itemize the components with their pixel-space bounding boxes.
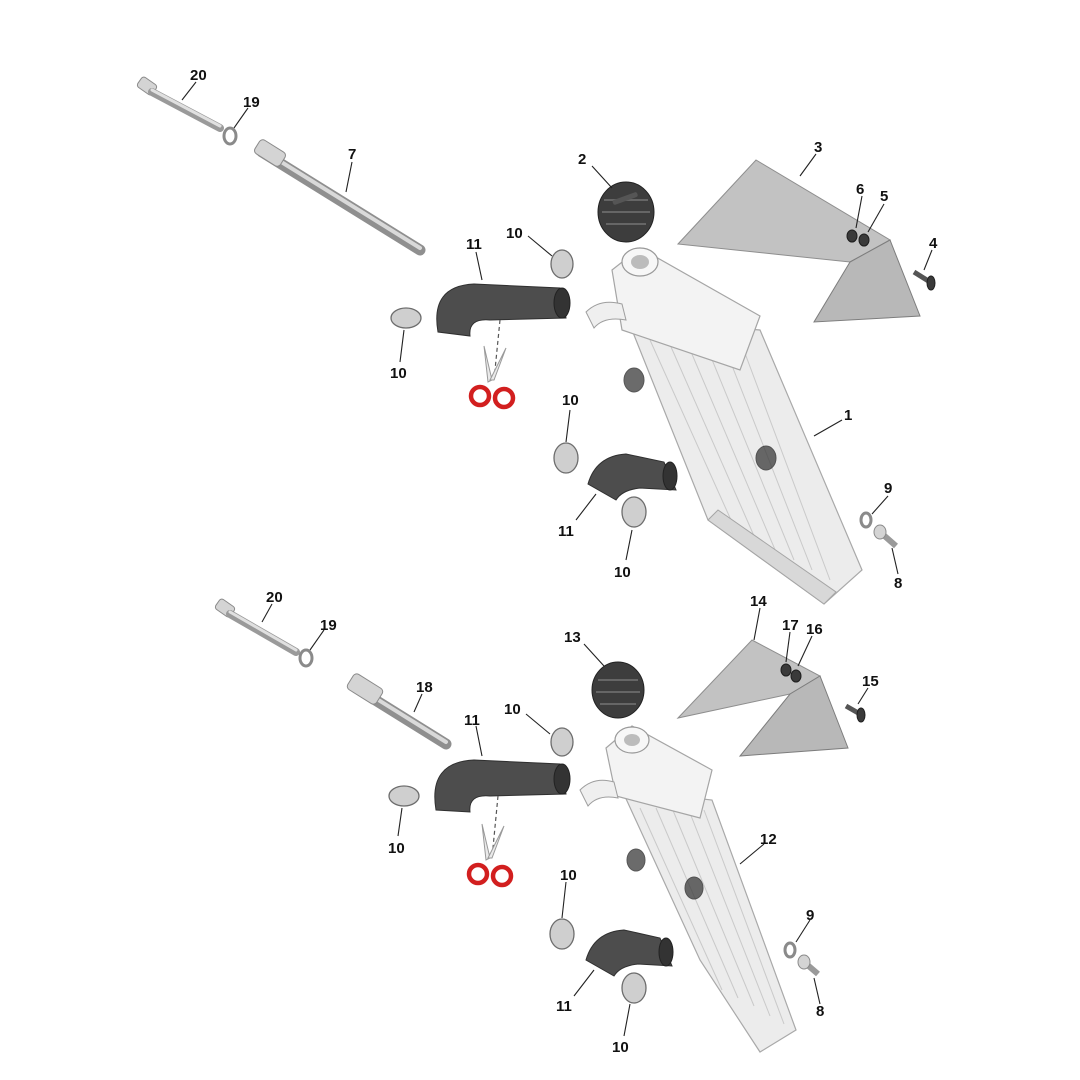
callout-9: 9 bbox=[884, 480, 892, 497]
callout-16: 16 bbox=[806, 621, 823, 638]
part-10-clamp bbox=[621, 496, 647, 528]
part-10-clamp bbox=[621, 972, 647, 1004]
callout-20: 20 bbox=[266, 589, 283, 606]
part-8-bolt bbox=[873, 524, 898, 549]
callout-14: 14 bbox=[750, 593, 767, 610]
callout-10: 10 bbox=[560, 867, 577, 884]
callout-4: 4 bbox=[929, 235, 938, 252]
callout-2: 2 bbox=[578, 151, 586, 168]
part-4-bolt bbox=[912, 269, 936, 291]
callout-20: 20 bbox=[190, 67, 207, 84]
part-13-cap bbox=[591, 661, 645, 719]
part-10-clamp bbox=[388, 785, 420, 807]
part-19-washer bbox=[222, 126, 238, 146]
callout-10: 10 bbox=[562, 392, 579, 409]
part-18-rod bbox=[346, 673, 452, 750]
callout-10: 10 bbox=[388, 840, 405, 857]
part-20-bolt bbox=[136, 76, 224, 132]
callout-10: 10 bbox=[390, 365, 407, 382]
radiator-fins bbox=[639, 807, 785, 1025]
lower-assembly: 20 19 18 13 14 17 16 15 11 10 10 10 12 9… bbox=[214, 589, 879, 1056]
callout-10: 10 bbox=[506, 225, 523, 242]
callout-11: 11 bbox=[556, 998, 572, 1015]
callout-9: 9 bbox=[806, 907, 814, 924]
upper-assembly: 20 19 7 2 3 6 5 4 11 10 10 10 1 9 8 11 1… bbox=[136, 67, 938, 605]
part-11-lower-hose bbox=[587, 453, 678, 501]
lower-leader-lines bbox=[261, 603, 869, 1037]
part-10-clamp bbox=[550, 727, 574, 757]
callout-13: 13 bbox=[564, 629, 581, 646]
part-10-clamp bbox=[549, 918, 575, 950]
part-11-upper-hose bbox=[436, 283, 571, 337]
callout-1: 1 bbox=[844, 407, 852, 424]
callout-5: 5 bbox=[880, 188, 888, 205]
part-12-radiator bbox=[579, 725, 797, 1053]
part-7-rod bbox=[254, 139, 426, 256]
callout-6: 6 bbox=[856, 181, 864, 198]
part-1-radiator bbox=[585, 247, 863, 605]
part-19-washer bbox=[298, 648, 314, 668]
part-9-washer bbox=[783, 941, 797, 959]
callout-19: 19 bbox=[243, 94, 260, 111]
callout-8: 8 bbox=[816, 1003, 824, 1020]
part-10-clamp bbox=[550, 249, 574, 279]
scissors-icon bbox=[468, 345, 516, 410]
part-11-upper-hose bbox=[434, 759, 571, 813]
callout-15: 15 bbox=[862, 673, 879, 690]
part-8-bolt bbox=[797, 954, 820, 977]
part-9-washer bbox=[859, 511, 873, 529]
callout-10: 10 bbox=[614, 564, 631, 581]
part-2-cap bbox=[597, 181, 655, 243]
radiator-fins bbox=[649, 339, 831, 581]
callout-11: 11 bbox=[464, 712, 480, 729]
callout-10: 10 bbox=[504, 701, 521, 718]
part-10-clamp bbox=[553, 442, 579, 474]
callout-19: 19 bbox=[320, 617, 337, 634]
part-14-bracket bbox=[676, 639, 849, 757]
callout-18: 18 bbox=[416, 679, 433, 696]
callout-3: 3 bbox=[814, 139, 822, 156]
callout-11: 11 bbox=[466, 236, 482, 253]
part-3-bracket bbox=[676, 159, 921, 323]
callout-17: 17 bbox=[782, 617, 799, 634]
callout-7: 7 bbox=[348, 146, 356, 163]
scissors-icon bbox=[466, 823, 514, 888]
callout-10: 10 bbox=[612, 1039, 629, 1056]
callout-12: 12 bbox=[760, 831, 777, 848]
upper-leader-lines bbox=[181, 81, 933, 575]
callout-11: 11 bbox=[558, 523, 574, 540]
part-11-lower-hose bbox=[585, 929, 674, 977]
part-10-clamp bbox=[390, 307, 422, 329]
part-20-bolt bbox=[214, 598, 300, 656]
part-15-bolt bbox=[844, 703, 866, 723]
callout-8: 8 bbox=[894, 575, 902, 592]
